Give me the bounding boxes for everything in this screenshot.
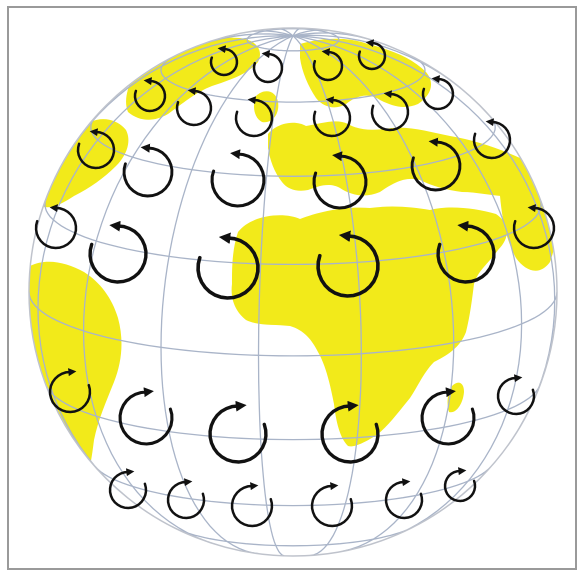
globe-diagram xyxy=(0,0,586,578)
